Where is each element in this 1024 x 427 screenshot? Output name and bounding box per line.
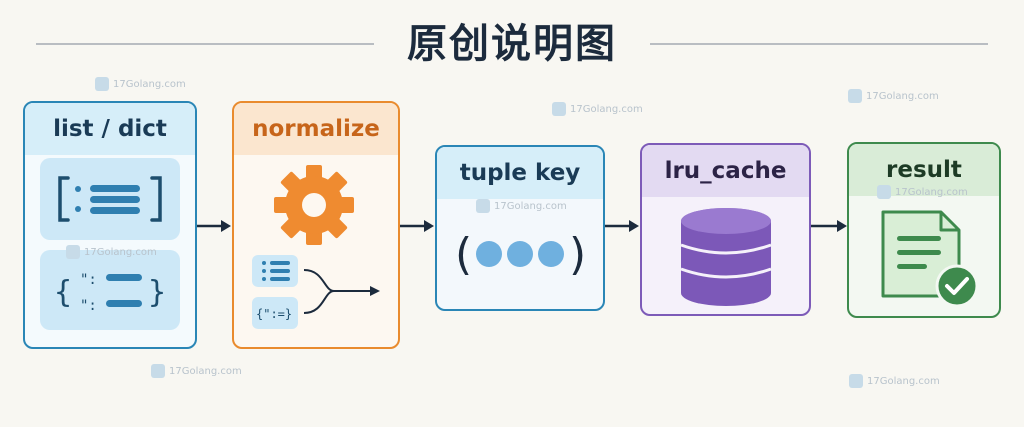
watermark-logo-icon (95, 77, 109, 91)
svg-text:): ) (569, 229, 586, 280)
list-dict-body: { } ": ": (25, 155, 195, 347)
lru-cache-label: lru_cache (642, 145, 809, 197)
title-row: 原创说明图 (0, 14, 1024, 74)
watermark-logo-icon (151, 364, 165, 378)
list-card (40, 158, 180, 240)
normalize-graphic: {":=} (252, 165, 380, 329)
watermark: 17Golang.com (476, 199, 567, 213)
svg-text:":: ": (80, 272, 97, 288)
svg-text:(: ( (455, 229, 472, 280)
watermark: 17Golang.com (877, 185, 968, 199)
watermark-logo-icon (849, 374, 863, 388)
svg-text:}: } (148, 275, 166, 310)
tuple-key-label: tuple key (437, 147, 603, 199)
result-box: result (847, 142, 1001, 318)
page-title: 原创说明图 (407, 21, 617, 67)
list-bracket-icon (58, 176, 162, 222)
arrow-lru-to-result (811, 220, 847, 232)
title-divider-right (650, 43, 988, 45)
normalize-label: normalize (234, 103, 398, 155)
normalize-body: {":=} (234, 155, 398, 347)
watermark-logo-icon (848, 89, 862, 103)
mini-list-icon (252, 255, 298, 287)
watermark: 17Golang.com (849, 374, 940, 388)
arrow-tuple-to-lru (605, 220, 639, 232)
database-icon (680, 208, 772, 306)
lru-cache-body (642, 197, 809, 314)
title-divider-left (36, 43, 374, 45)
svg-text:{: { (54, 275, 72, 310)
lru-cache-box: lru_cache (640, 143, 811, 316)
svg-text:":: ": (80, 298, 97, 314)
gear-icon (274, 165, 354, 245)
arrow-list-to-normalize (197, 220, 231, 232)
document-check-icon (881, 210, 979, 308)
tuple-key-box: tuple key ( ) (435, 145, 605, 311)
list-dict-label: list / dict (25, 103, 195, 155)
tuple-key-body: ( ) (437, 199, 603, 309)
merge-arrow-icon (303, 269, 380, 314)
watermark: 17Golang.com (66, 245, 157, 259)
normalize-box: normalize (232, 101, 400, 349)
watermark-logo-icon (66, 245, 80, 259)
list-dict-box: list / dict { } ": ": (23, 101, 197, 349)
tuple-dots-icon: ( ) (455, 229, 586, 280)
watermark: 17Golang.com (848, 89, 939, 103)
arrow-normalize-to-tuple (400, 220, 434, 232)
dict-card: { } ": ": (40, 250, 180, 330)
watermark: 17Golang.com (552, 102, 643, 116)
result-label: result (849, 144, 999, 196)
dict-brace-icon: { } ": ": (54, 272, 166, 314)
watermark: 17Golang.com (95, 77, 186, 91)
watermark-logo-icon (476, 199, 490, 213)
mini-dict-icon: {":=} (252, 297, 298, 329)
watermark-logo-icon (552, 102, 566, 116)
watermark-logo-icon (877, 185, 891, 199)
watermark: 17Golang.com (151, 364, 242, 378)
result-body (849, 196, 999, 316)
svg-text:{":=}: {":=} (256, 307, 292, 321)
